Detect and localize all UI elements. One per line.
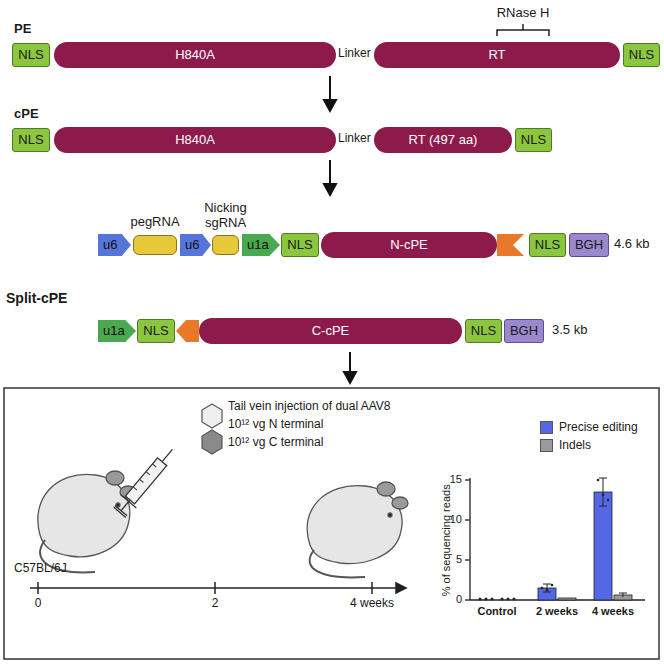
promoter-arrow: u1a — [98, 318, 136, 344]
node-text: RT (497 aa) — [409, 133, 478, 147]
legend-text: Precise editing — [559, 420, 638, 434]
node-text: u1a — [103, 324, 125, 338]
label: Control — [477, 605, 516, 618]
node-text: RT — [488, 48, 505, 62]
rna-element: Nicking sgRNA — [212, 235, 239, 255]
label: Linker — [338, 132, 371, 146]
protein-domain: H840A — [54, 42, 336, 68]
intein-n — [497, 234, 524, 256]
tag-box: NLS — [281, 233, 319, 257]
label: Linker — [338, 47, 371, 61]
tag-box: NLS — [12, 128, 50, 152]
label: 0 — [456, 593, 462, 606]
node-text: C-cPE — [312, 324, 350, 338]
protein-domain: H840A — [54, 127, 336, 153]
protein-domain: RT (497 aa) — [374, 127, 512, 153]
tag-box: NLS — [515, 128, 552, 152]
label: 4 weeks — [350, 597, 394, 611]
tag-box: BGH — [504, 319, 544, 343]
label: cPE — [14, 107, 39, 122]
label: 2 weeks — [536, 605, 578, 618]
label: 3.5 kb — [552, 323, 587, 338]
label: 4 weeks — [592, 605, 634, 618]
node-text: u6 — [185, 238, 199, 252]
node-text: H840A — [175, 48, 215, 62]
label: 10 — [450, 513, 462, 526]
node-text: u1a — [247, 238, 269, 252]
label: Tail vein injection of dual AAV8 — [228, 400, 391, 414]
tag-box: NLS — [623, 43, 660, 67]
label: 2 — [212, 597, 219, 611]
arrow-fill — [242, 234, 280, 256]
label: 15 — [450, 473, 462, 486]
node-text: NLS — [18, 133, 43, 147]
intein-c — [176, 320, 199, 342]
bracket — [497, 24, 549, 36]
arrow-fill — [180, 234, 211, 256]
legend-entry: Precise editing — [540, 420, 638, 434]
label: Split-cPE — [6, 290, 67, 306]
tag-box: NLS — [137, 319, 175, 343]
label: C57BL/6J — [14, 562, 67, 576]
promoter-arrow: u1a — [242, 232, 280, 258]
promoter-arrow: u6 — [180, 232, 211, 258]
syringe — [112, 443, 180, 519]
node-text: NLS — [143, 324, 168, 338]
node-text: NLS — [535, 238, 560, 252]
node-text: NLS — [471, 324, 496, 338]
tag-box: NLS — [12, 43, 50, 67]
node-text: BGH — [510, 324, 538, 338]
tag-box: BGH — [569, 233, 609, 257]
label: 5 — [456, 553, 462, 566]
node-text: BGH — [575, 238, 603, 252]
node-text: NLS — [629, 48, 654, 62]
node-text: NLS — [287, 238, 312, 252]
label: 10¹² vg C terminal — [228, 436, 323, 450]
bar-chart — [465, 478, 645, 601]
label: 10¹² vg N terminal — [228, 418, 323, 432]
legend-entry: Indels — [540, 438, 591, 452]
tag-box: NLS — [465, 319, 502, 343]
mouse — [307, 482, 408, 577]
node-text: pegRNA — [130, 215, 179, 229]
protein-domain: N-cPE — [321, 232, 497, 258]
legend-swatch — [540, 421, 553, 434]
timeline — [30, 582, 406, 594]
label: RNase H — [497, 6, 550, 21]
promoter-arrow: u6 — [98, 232, 131, 258]
protein-domain: C-cPE — [199, 318, 462, 344]
arrow-fill — [98, 234, 131, 256]
mouse — [38, 471, 136, 572]
node-text: NLS — [18, 48, 43, 62]
arrow-fill — [98, 320, 136, 342]
protein-domain: RT — [374, 42, 620, 68]
label: 4.6 kb — [614, 237, 649, 252]
panel-frame — [4, 388, 659, 659]
aav-icon — [202, 404, 222, 454]
node-text: N-cPE — [390, 238, 428, 252]
node-text: NLS — [521, 133, 546, 147]
label: PE — [14, 22, 31, 37]
legend-swatch — [540, 439, 553, 452]
legend-text: Indels — [559, 438, 591, 452]
label: 0 — [35, 597, 42, 611]
tag-box: NLS — [529, 233, 566, 257]
rna-element: pegRNA — [133, 235, 177, 255]
node-text: Nicking sgRNA — [197, 201, 255, 230]
node-text: u6 — [103, 238, 117, 252]
label: % of sequencing reads — [440, 484, 453, 596]
node-text: H840A — [175, 133, 215, 147]
